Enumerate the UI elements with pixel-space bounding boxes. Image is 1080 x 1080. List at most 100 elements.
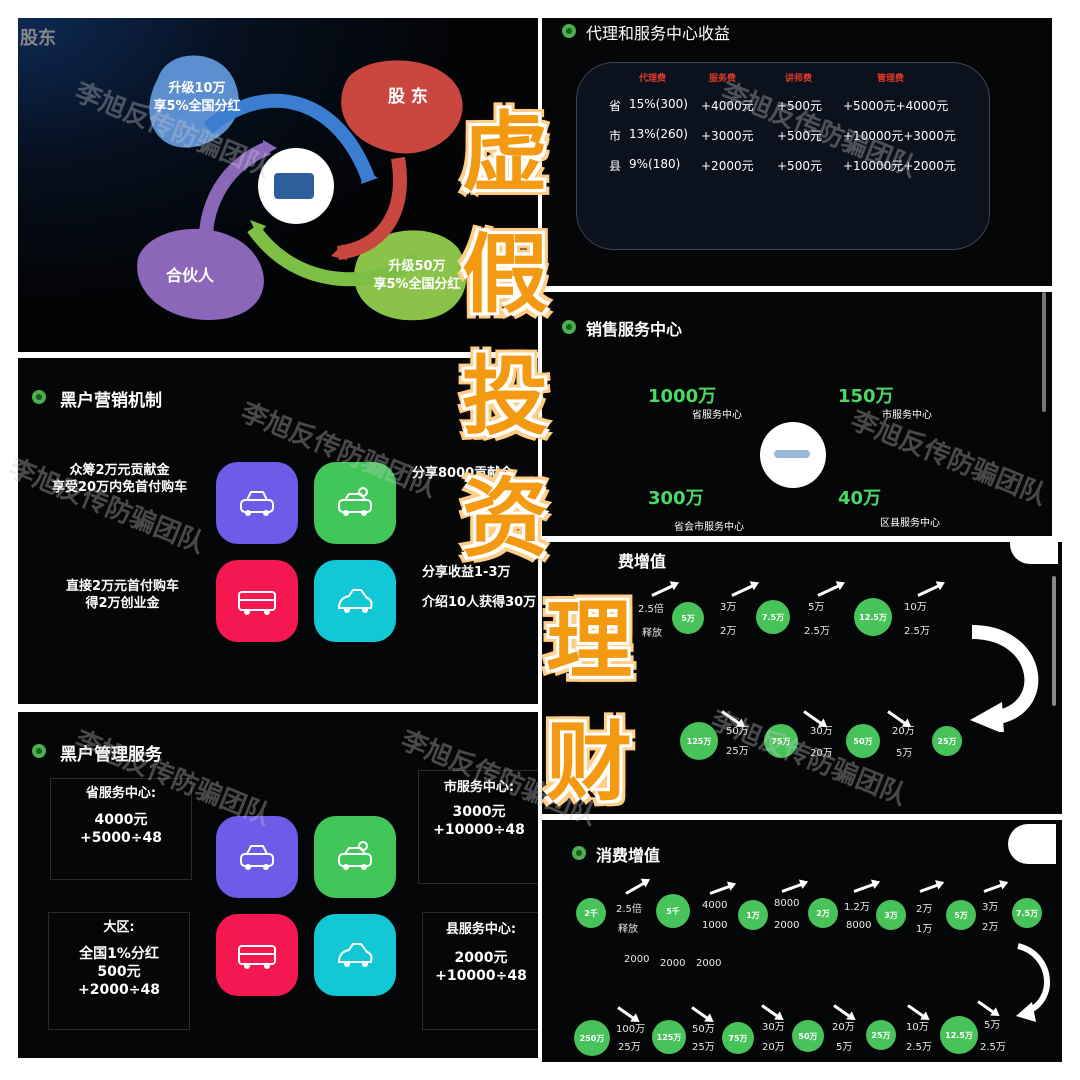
label: 5万 (896, 748, 913, 759)
box-line: +2000÷48 (78, 982, 160, 998)
car-icon (337, 943, 373, 967)
value-circle: 5万 (672, 602, 704, 634)
center-logo (760, 422, 826, 488)
scrollbar[interactable] (1052, 576, 1056, 706)
panel-title: 黑户管理服务 (60, 745, 162, 765)
tile-bus (216, 914, 298, 996)
label: 1万 (916, 924, 933, 935)
label: 8000 (774, 898, 800, 909)
car-icon (240, 845, 274, 870)
title-dot-icon (32, 390, 46, 404)
panel-sales-center: 销售服务中心 1000万 省服务中心 150万 市服务中心 300万 省会市服务… (542, 292, 1052, 536)
box-line: 500元 (97, 964, 141, 980)
cell: 9%(180) (629, 157, 681, 171)
cell: +10000元+2000元 (843, 159, 956, 173)
blob-upgrade-10: 升级10万 享5%全国分红 (142, 80, 252, 116)
blob-upgrade-50-line2: 享5%全国分红 (373, 277, 461, 292)
value-circle: 5万 (946, 900, 976, 930)
label: 1.2万 (844, 902, 870, 913)
car-location-icon (338, 487, 372, 516)
cell: 市 (609, 129, 622, 143)
title-dot-icon (32, 744, 46, 758)
label: 3万 (720, 602, 737, 613)
label: 2000 (774, 920, 800, 931)
label-city: 市服务中心 (882, 410, 932, 421)
value-circle: 2万 (808, 898, 838, 928)
text-share8000: 分享8000贡献金 (412, 466, 514, 481)
overlay-char: 资 (462, 469, 548, 569)
text-line: 众筹2万元贡献金 (69, 463, 170, 478)
cell: 县 (609, 159, 622, 173)
cell: 15%(300) (629, 97, 688, 111)
up-arrow-icon (709, 883, 734, 895)
bus-icon (238, 945, 276, 969)
label: 2.5倍 (638, 604, 664, 615)
label: 2000 (624, 954, 650, 965)
tile-car-round (314, 560, 396, 642)
value-circle: 12.5万 (854, 598, 892, 636)
tile-car-pin (314, 462, 396, 544)
value-circle: 50万 (846, 724, 880, 758)
overlay-char: 理 (546, 591, 632, 691)
text-direct: 直接2万元首付购车 得2万创业金 (66, 578, 179, 612)
header-agent: 代理费 (639, 74, 667, 84)
cell: 省 (609, 99, 622, 113)
blob-upgrade-50: 升级50万 享5%全国分红 (362, 258, 472, 294)
cell: +500元 (777, 129, 822, 143)
value-circle: 125万 (680, 722, 718, 760)
box-line: +5000÷48 (80, 830, 162, 846)
title-dot-icon (562, 320, 576, 334)
income-table-frame: 代理费 服务费 讲师费 管理费 省 15%(300) +4000元 +500元 … (576, 62, 990, 250)
scrollbar[interactable] (1042, 292, 1046, 412)
label: 50万 (726, 726, 749, 737)
title-dot-icon (562, 24, 576, 38)
label: 10万 (904, 602, 927, 613)
label: 20万 (892, 726, 915, 737)
box-line: 2000元 (454, 950, 508, 966)
box-head: 省服务中心: (85, 786, 157, 801)
blob-upgrade-50-line1: 升级50万 (388, 259, 446, 274)
value-circle: 25万 (932, 726, 962, 756)
box-head: 县服务中心: (445, 922, 517, 937)
car-icon (240, 491, 274, 516)
label: 3万 (982, 902, 999, 913)
label: 20万 (762, 1042, 785, 1053)
value-capital: 300万 (648, 488, 704, 509)
up-arrow-icon (919, 882, 942, 893)
panel-title: 销售服务中心 (586, 320, 683, 339)
overlay-char: 假 (462, 225, 548, 325)
value-province: 1000万 (648, 386, 717, 407)
panel-fee-appreciation: 费增值 2.5倍 释放 5万 3万 2万 7.5万 5万 2.5万 12.5万 … (542, 542, 1062, 814)
text-line: 享受20万内免首付购车 (52, 480, 188, 495)
value-county: 40万 (838, 488, 882, 509)
overlay-char: 虚 (462, 103, 548, 203)
cell: +10000元+3000元 (843, 129, 956, 143)
label-county: 区县服务中心 (880, 518, 940, 529)
label: 释放 (618, 924, 638, 935)
cell: +5000元+4000元 (843, 99, 949, 113)
header-lecturer: 讲师费 (785, 74, 813, 84)
label: 2.5万 (980, 1042, 1006, 1053)
label: 2万 (982, 922, 999, 933)
return-arrow-icon (1016, 943, 1051, 1022)
value-circle: 75万 (722, 1022, 754, 1054)
label-province: 省服务中心 (692, 410, 742, 421)
cell: +4000元 (701, 99, 754, 113)
cell: +3000元 (701, 129, 754, 143)
blob-upgrade-10-line2: 享5%全国分红 (153, 99, 241, 114)
down-arrow-icon (977, 1000, 997, 1016)
label: 2.5万 (904, 626, 930, 637)
label: 100万 (616, 1024, 646, 1035)
label: 释放 (642, 628, 662, 639)
cell: +500元 (777, 99, 822, 113)
panel-management: 黑户管理服务 省服务中心: 4000元 +5000÷48 市服务中心: 3000… (18, 712, 538, 1058)
label: 2000 (660, 958, 686, 969)
panel-title: 消费增值 (596, 846, 661, 865)
label: 30万 (762, 1022, 785, 1033)
car-icon (337, 589, 373, 613)
cell: +2000元 (701, 159, 754, 173)
value-circle: 125万 (652, 1020, 686, 1054)
label: 4000 (702, 900, 728, 911)
panel-shareholder-cycle: 股东 升级10万 享5%全国分红 股 东 合伙人 升级50万 享5%全国分红 (18, 18, 538, 352)
value-circle: 7.5万 (1012, 898, 1042, 928)
